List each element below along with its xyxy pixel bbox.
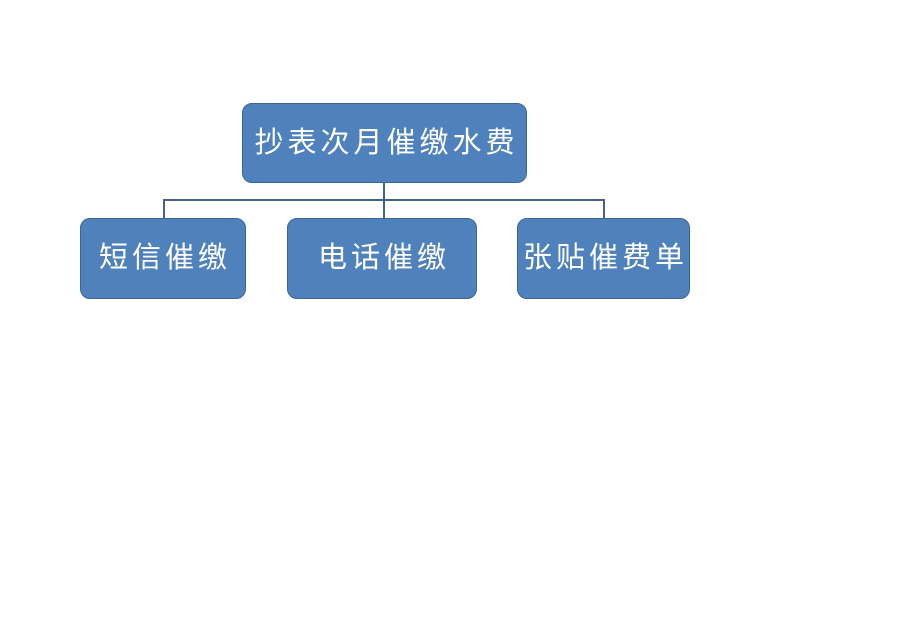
child-node-sms-label: 短信催缴 bbox=[98, 242, 231, 274]
child-node-phone: 电话催缴 bbox=[287, 218, 477, 299]
child-node-sms: 短信催缴 bbox=[80, 218, 246, 299]
child-node-notice: 张贴催费单 bbox=[517, 218, 690, 299]
root-node-label: 抄表次月催缴水费 bbox=[254, 126, 519, 159]
connector-drop-notice bbox=[603, 199, 605, 218]
connector-drop-sms bbox=[163, 199, 165, 218]
root-node: 抄表次月催缴水费 bbox=[242, 103, 527, 183]
connector-root-stem bbox=[383, 183, 385, 201]
child-node-phone-label: 电话催缴 bbox=[317, 242, 450, 274]
connector-drop-phone bbox=[383, 199, 385, 218]
child-node-notice-label: 张贴催费单 bbox=[522, 242, 688, 274]
